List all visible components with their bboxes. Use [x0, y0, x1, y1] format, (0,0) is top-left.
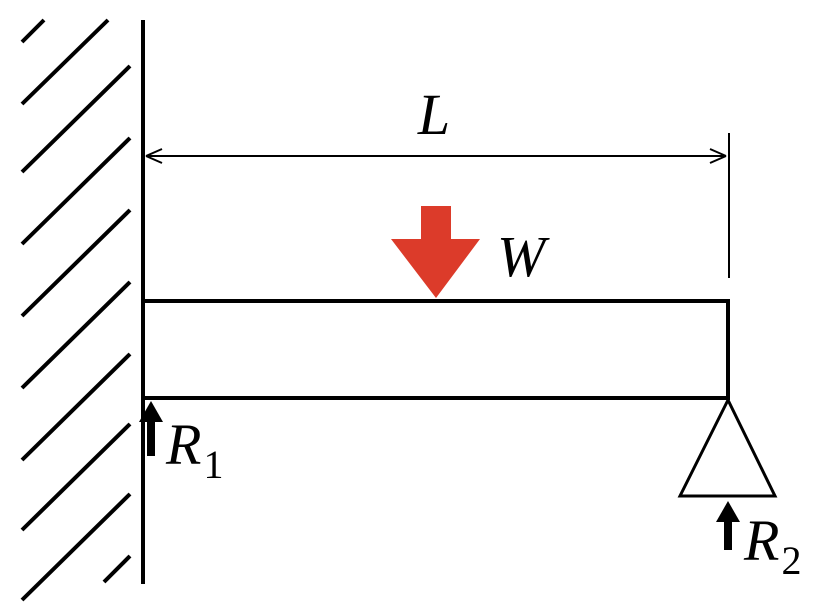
load-label: W [497, 224, 550, 289]
reaction-1-label: R1 [165, 412, 223, 487]
triangle-support-icon [677, 396, 778, 498]
reaction-2: R2 [716, 501, 801, 583]
wall-hatching [20, 18, 132, 602]
dimension-arrowhead-right [709, 148, 727, 164]
length-label: L [417, 82, 450, 147]
up-arrow-icon [716, 501, 740, 550]
hatched-wall-icon [20, 18, 145, 602]
reaction-1-symbol: R [165, 412, 201, 477]
reaction-2-label: R2 [743, 508, 801, 583]
length-dimension: L [145, 82, 730, 278]
up-arrow-icon [139, 401, 163, 456]
reaction-2-subscript: 2 [781, 538, 801, 583]
reaction-1: R1 [139, 401, 223, 487]
dimension-arrowhead-left [145, 148, 163, 164]
load-arrow [391, 206, 480, 298]
beam [141, 299, 730, 400]
reaction-2-symbol: R [743, 508, 779, 573]
reaction-1-subscript: 1 [203, 442, 223, 487]
down-arrow-icon: W [391, 206, 550, 298]
